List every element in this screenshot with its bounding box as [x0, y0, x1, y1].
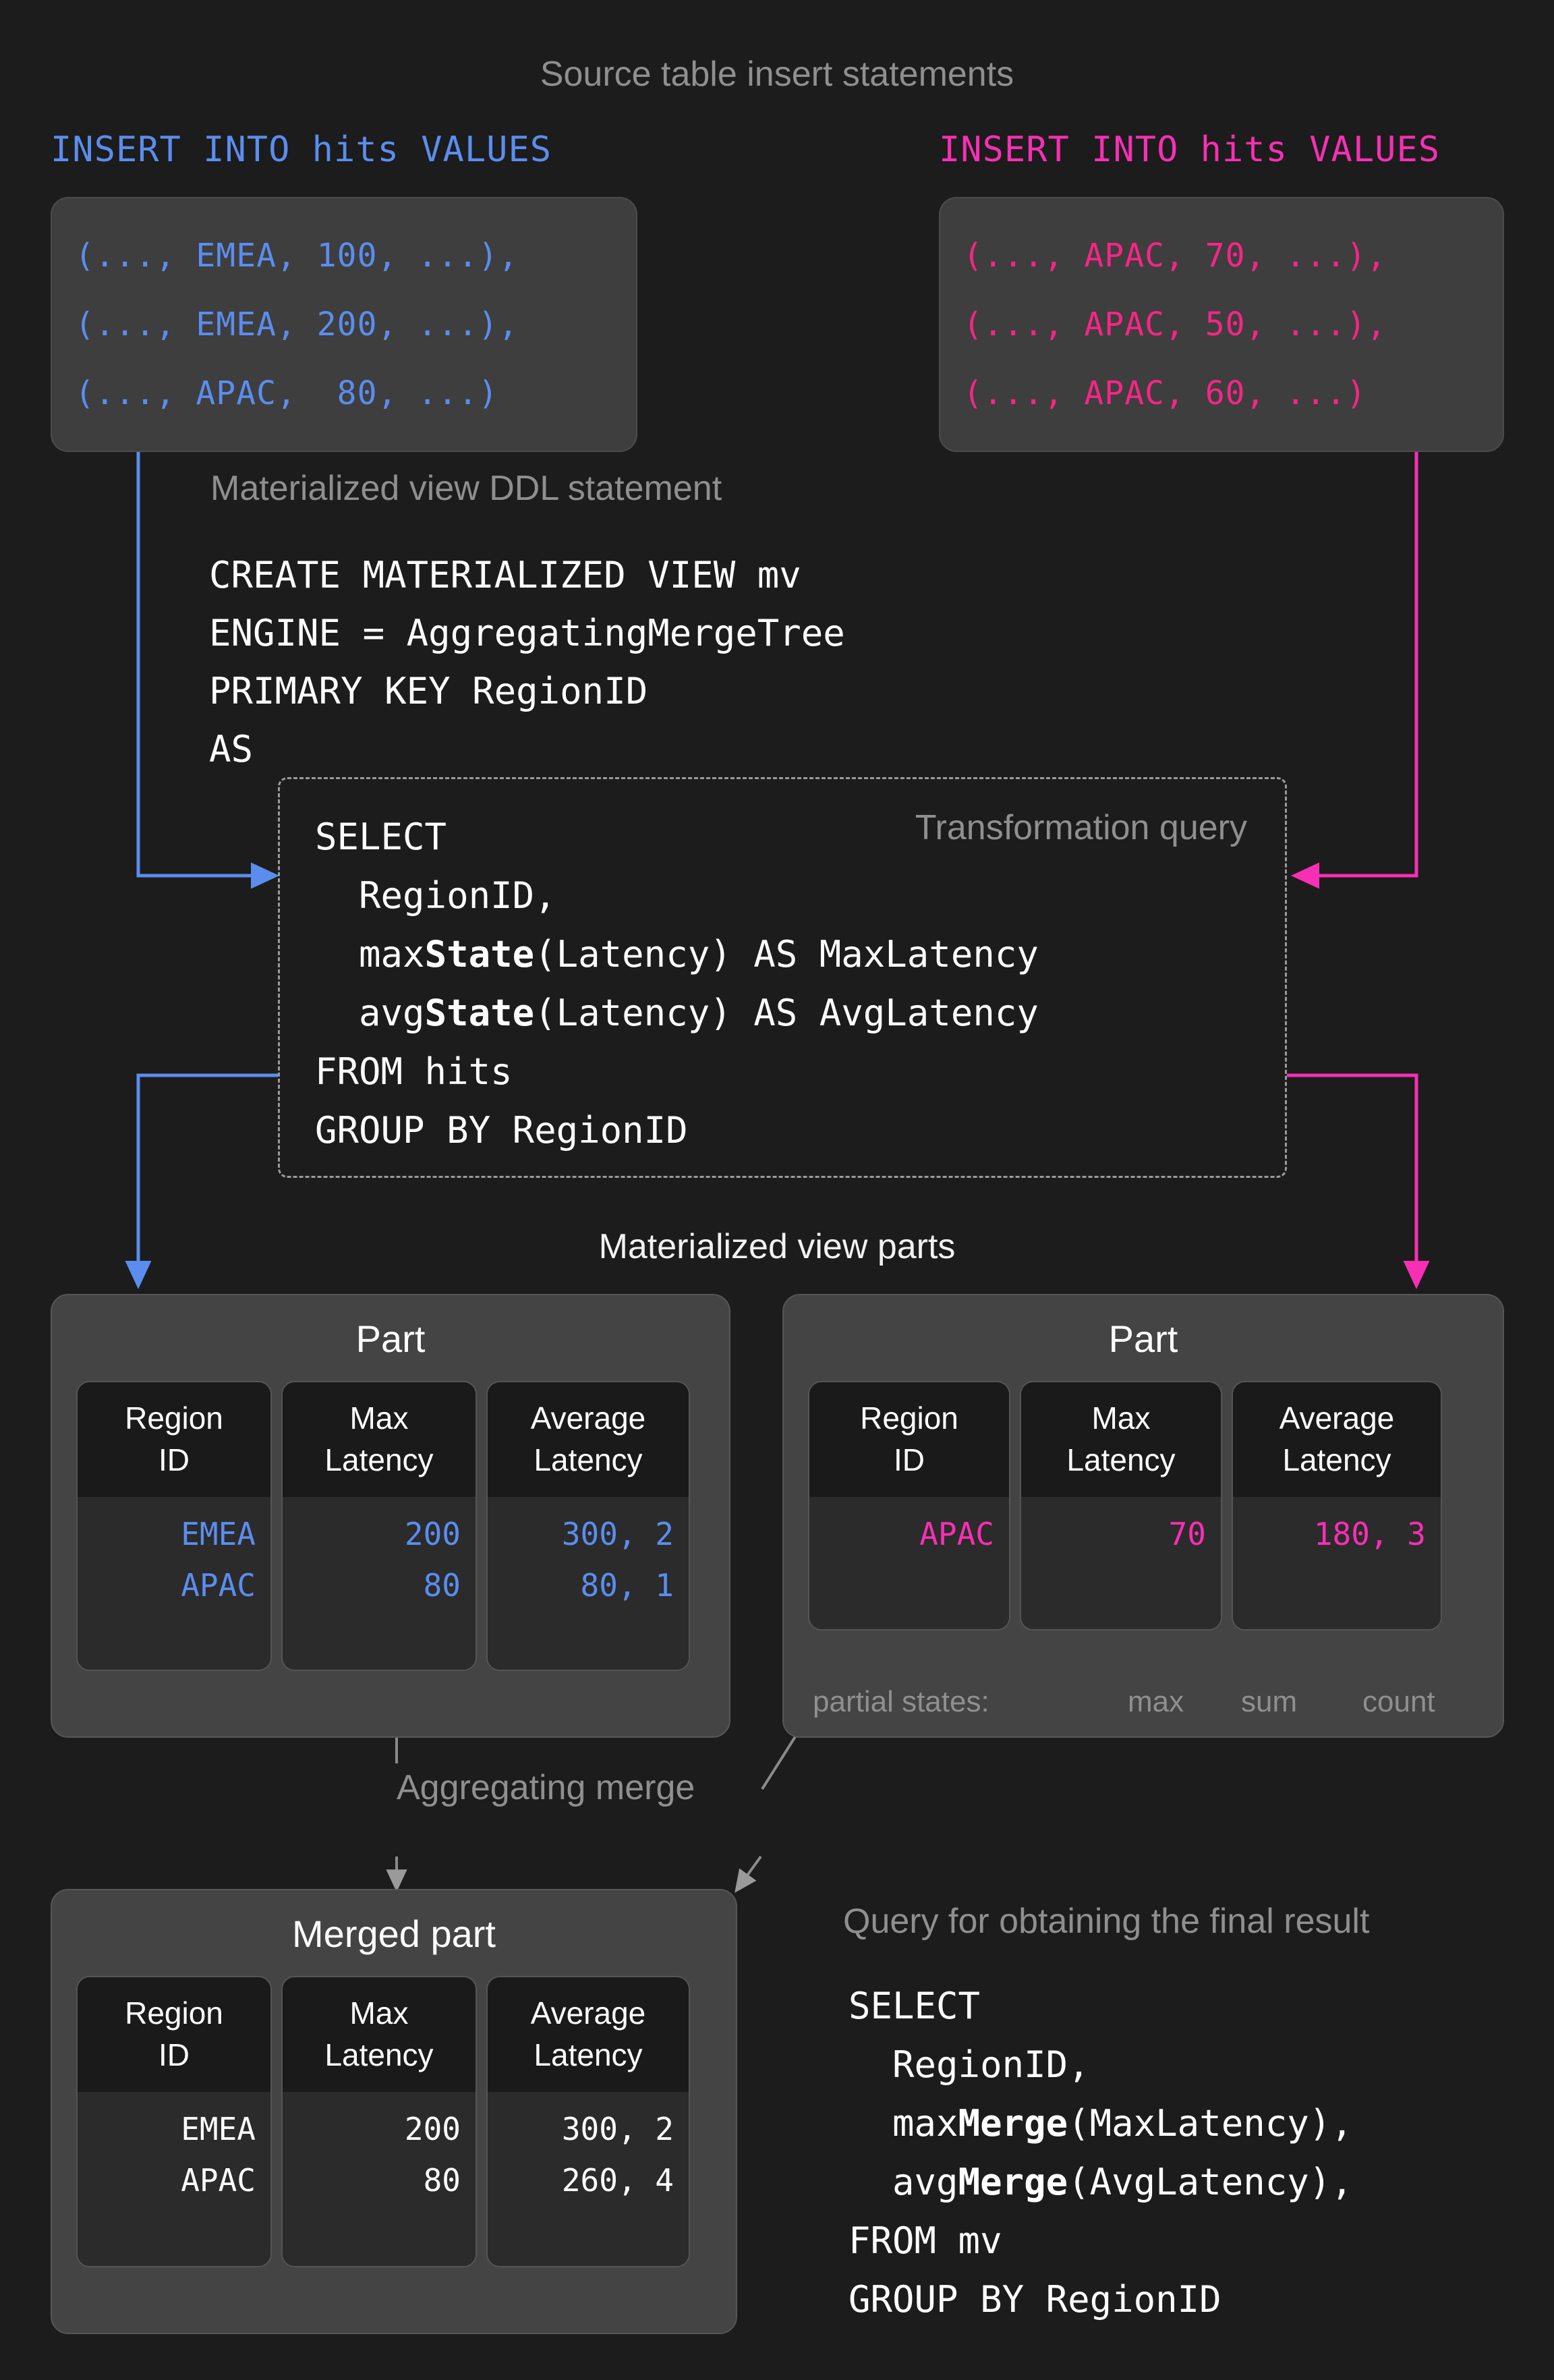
transformation-query-caption: Transformation query [915, 808, 1247, 847]
tq-line: RegionID, [315, 874, 556, 917]
transformation-query-box: Transformation query SELECT RegionID, ma… [278, 777, 1287, 1178]
final-query-caption: Query for obtaining the final result [843, 1902, 1370, 1941]
ddl-line: PRIMARY KEY RegionID [209, 670, 648, 712]
column-region-id: Region ID EMEA APAC [76, 1381, 272, 1671]
cell: 200 [404, 2111, 461, 2147]
cell: 70 [1168, 1516, 1206, 1552]
fq-line: avgMerge(AvgLatency), [848, 2161, 1353, 2203]
column-max-latency: Max Latency 200 80 [281, 1976, 477, 2267]
cell: 80 [423, 1567, 461, 1604]
column-header: Region ID [78, 1382, 270, 1497]
ddl-line: AS [209, 728, 254, 770]
fq-line: maxMerge(MaxLatency), [848, 2102, 1353, 2145]
column-average-latency: Average Latency 300, 2 260, 4 [486, 1976, 690, 2267]
tq-line: avgState(Latency) AS AvgLatency [315, 992, 1039, 1034]
cell: EMEA [181, 1516, 256, 1552]
merged-part-title: Merged part [292, 1913, 496, 1955]
insert-box-right: (..., APAC, 70, ...), (..., APAC, 50, ..… [939, 197, 1504, 452]
insert-row: (..., APAC, 50, ...), [963, 306, 1387, 343]
ddl-line: CREATE MATERIALIZED VIEW mv [209, 554, 801, 596]
tq-line: maxState(Latency) AS MaxLatency [315, 933, 1039, 975]
insert-row: (..., APAC, 80, ...) [75, 374, 498, 412]
insert-row: (..., APAC, 70, ...), [963, 237, 1387, 275]
cell: APAC [919, 1516, 994, 1552]
column-header: Average Latency [488, 1382, 689, 1497]
cell: APAC [181, 1567, 256, 1604]
cell: 200 [404, 1516, 461, 1552]
cell: 300, 2 [561, 1516, 674, 1552]
ddl-line: ENGINE = AggregatingMergeTree [209, 612, 845, 654]
cell: EMEA [181, 2111, 256, 2147]
aggregating-merge-caption: Aggregating merge [397, 1768, 695, 1807]
cell: 80, 1 [580, 1567, 674, 1604]
column-header: Max Latency [1021, 1382, 1221, 1497]
merged-part: Merged part Region ID EMEA APAC Max Late… [51, 1889, 737, 2334]
insert-row: (..., EMEA, 200, ...), [75, 306, 519, 343]
arrow-merge-right [761, 1729, 801, 1790]
arrow-merge-right-down [735, 1855, 762, 1893]
part-right: Part Region ID APAC Max Latency 70 Avera… [782, 1294, 1504, 1738]
final-query-code: SELECT RegionID, maxMerge(MaxLatency), a… [848, 1977, 1353, 2329]
fq-line: RegionID, [848, 2043, 1090, 2086]
arrow-pink-insert-to-query [1290, 424, 1418, 889]
insert-box-left: (..., EMEA, 100, ...), (..., EMEA, 200, … [51, 197, 637, 452]
partial-state-sum: sum [1241, 1685, 1298, 1718]
partial-state-count: count [1362, 1685, 1435, 1718]
insert-row: (..., EMEA, 100, ...), [75, 237, 519, 275]
column-header: Max Latency [283, 1382, 476, 1497]
column-region-id: Region ID APAC [808, 1381, 1010, 1631]
insert-row: (..., APAC, 60, ...) [963, 374, 1366, 412]
insert-header-left: INSERT INTO hits VALUES [51, 130, 552, 170]
column-header: Region ID [78, 1977, 270, 2092]
cell: 260, 4 [561, 2162, 674, 2199]
transformation-query-code: SELECT RegionID, maxState(Latency) AS Ma… [315, 808, 1039, 1160]
fq-line: FROM mv [848, 2219, 1002, 2262]
column-region-id: Region ID EMEA APAC [76, 1976, 272, 2267]
source-inserts-caption: Source table insert statements [540, 55, 1014, 94]
partial-state-max: max [1128, 1685, 1184, 1718]
insert-header-right: INSERT INTO hits VALUES [939, 130, 1441, 170]
column-header: Average Latency [488, 1977, 689, 2092]
tq-line: GROUP BY RegionID [315, 1109, 688, 1152]
cell: 300, 2 [561, 2111, 674, 2147]
tq-line: SELECT [315, 816, 447, 858]
cell: 80 [423, 2162, 461, 2199]
column-average-latency: Average Latency 300, 2 80, 1 [486, 1381, 690, 1671]
mv-parts-caption: Materialized view parts [598, 1227, 956, 1266]
part-title: Part [1108, 1318, 1178, 1360]
fq-line: SELECT [848, 1985, 981, 2027]
cell: APAC [181, 2162, 256, 2199]
cell: 180, 3 [1313, 1516, 1426, 1552]
column-header: Region ID [809, 1382, 1009, 1497]
column-max-latency: Max Latency 200 80 [281, 1381, 477, 1671]
column-average-latency: Average Latency 180, 3 [1232, 1381, 1442, 1631]
partial-states-label: partial states: [813, 1685, 989, 1718]
column-header: Max Latency [283, 1977, 476, 2092]
part-left: Part Region ID EMEA APAC Max Latency 200… [51, 1294, 730, 1738]
column-header: Average Latency [1233, 1382, 1441, 1497]
fq-line: GROUP BY RegionID [848, 2278, 1221, 2321]
mv-ddl-caption: Materialized view DDL statement [210, 469, 722, 508]
column-max-latency: Max Latency 70 [1020, 1381, 1222, 1631]
mv-ddl-block: CREATE MATERIALIZED VIEW mv ENGINE = Agg… [209, 546, 845, 778]
tq-line: FROM hits [315, 1050, 513, 1093]
part-title: Part [355, 1318, 426, 1360]
